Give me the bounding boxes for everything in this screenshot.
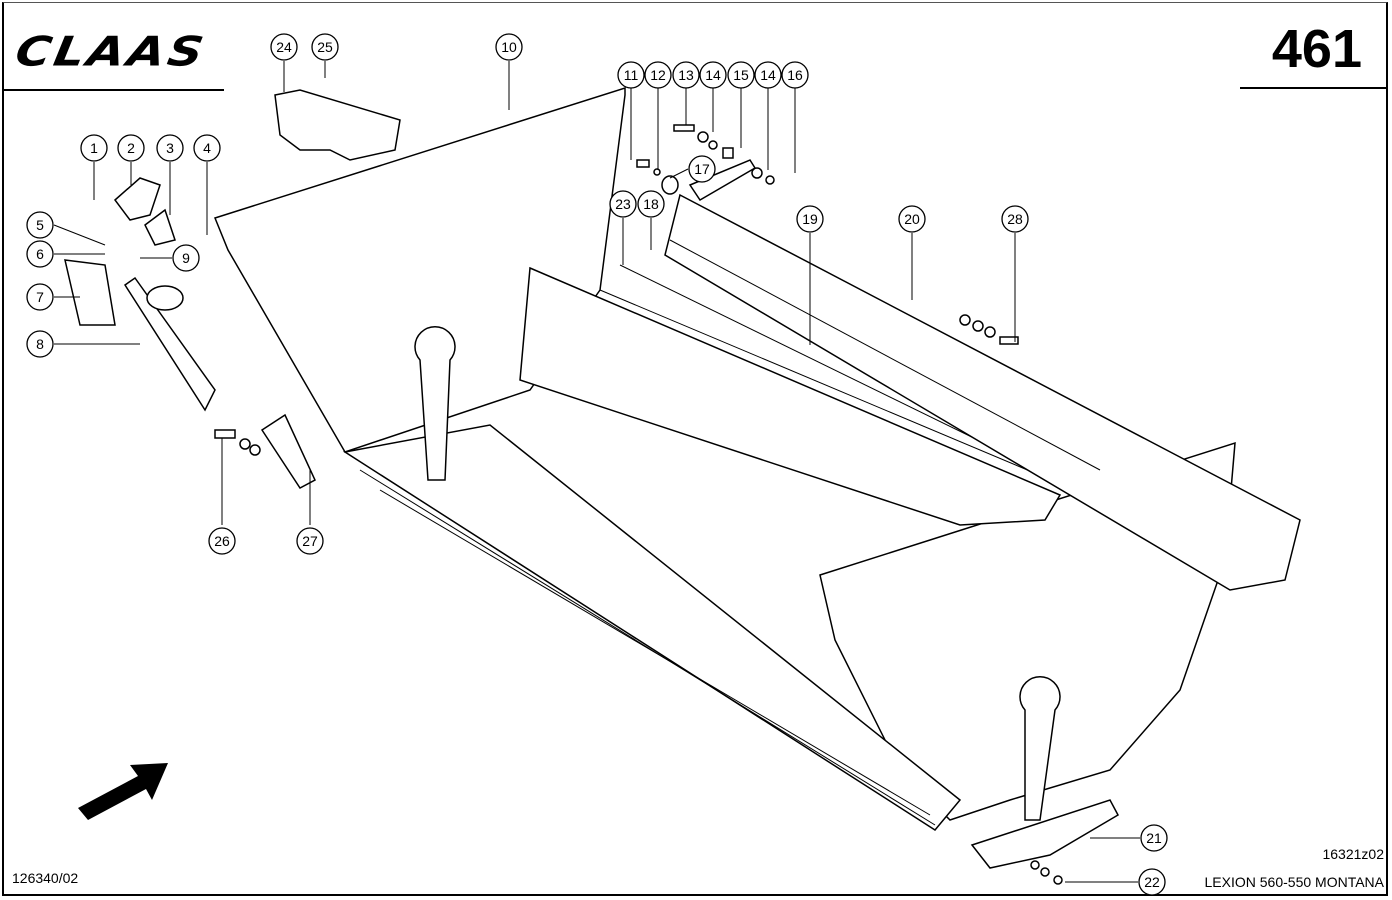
callout-6[interactable]: 6 <box>26 240 54 268</box>
svg-text:23: 23 <box>615 196 631 212</box>
svg-text:1: 1 <box>90 140 98 156</box>
svg-text:2: 2 <box>127 140 135 156</box>
callout-2[interactable]: 2 <box>117 134 145 162</box>
svg-text:19: 19 <box>802 211 818 227</box>
svg-text:24: 24 <box>276 39 292 55</box>
grate-panel <box>519 266 1062 526</box>
drawing-code: 16321z02 <box>1322 846 1384 862</box>
svg-text:17: 17 <box>694 161 710 177</box>
callout-12[interactable]: 12 <box>644 61 672 89</box>
svg-text:9: 9 <box>182 250 190 266</box>
arrow-up-right-icon <box>78 763 168 820</box>
svg-text:22: 22 <box>1144 874 1160 890</box>
callout-7[interactable]: 7 <box>26 283 54 311</box>
callout-18[interactable]: 18 <box>637 190 665 218</box>
svg-text:3: 3 <box>166 140 174 156</box>
svg-text:26: 26 <box>214 533 230 549</box>
svg-text:28: 28 <box>1007 211 1023 227</box>
callout-11[interactable]: 11 <box>617 61 645 89</box>
left-side-plate <box>213 86 626 453</box>
logo-rule <box>4 89 224 91</box>
callout-24[interactable]: 24 <box>270 33 298 61</box>
leader-lines <box>53 61 1140 883</box>
callout-5[interactable]: 5 <box>26 211 54 239</box>
svg-text:27: 27 <box>302 533 318 549</box>
part-24 <box>274 89 401 161</box>
model-name: LEXION 560-550 MONTANA <box>1204 874 1384 890</box>
cover-tube <box>664 193 1301 591</box>
svg-text:21: 21 <box>1146 830 1162 846</box>
callout-28[interactable]: 28 <box>1001 205 1029 233</box>
bracket-21 <box>970 799 1120 869</box>
svg-text:15: 15 <box>733 67 749 83</box>
plate-7 <box>64 259 116 326</box>
callout-21[interactable]: 21 <box>1140 824 1168 852</box>
callout-14b[interactable]: 14 <box>754 61 782 89</box>
bracket-2 <box>113 177 161 221</box>
page-number: 461 <box>1271 19 1362 79</box>
callout-4[interactable]: 4 <box>193 134 221 162</box>
callout-1[interactable]: 1 <box>80 134 108 162</box>
svg-text:5: 5 <box>36 217 44 233</box>
svg-text:14: 14 <box>705 67 721 83</box>
callout-20[interactable]: 20 <box>898 205 926 233</box>
callout-10[interactable]: 10 <box>495 33 523 61</box>
callout-22[interactable]: 22 <box>1138 868 1166 896</box>
callout-26[interactable]: 26 <box>208 527 236 555</box>
callout-14a[interactable]: 14 <box>699 61 727 89</box>
callout-8[interactable]: 8 <box>26 330 54 358</box>
keyhole-right <box>1019 676 1061 821</box>
callout-13[interactable]: 13 <box>672 61 700 89</box>
plate-3 <box>144 208 176 246</box>
svg-text:6: 6 <box>36 246 44 262</box>
svg-text:12: 12 <box>650 67 666 83</box>
bracket-27 <box>260 413 316 489</box>
svg-text:4: 4 <box>203 140 211 156</box>
svg-text:10: 10 <box>501 39 517 55</box>
document-reference: 126340/02 <box>12 870 79 886</box>
callout-23[interactable]: 23 <box>609 190 637 218</box>
callout-16[interactable]: 16 <box>781 61 809 89</box>
callout-15[interactable]: 15 <box>727 61 755 89</box>
callout-25[interactable]: 25 <box>311 33 339 61</box>
keyhole-left <box>414 326 456 481</box>
callout-19[interactable]: 19 <box>796 205 824 233</box>
svg-text:20: 20 <box>904 211 920 227</box>
svg-text:16: 16 <box>787 67 803 83</box>
page-number-rule <box>1240 87 1388 89</box>
svg-text:8: 8 <box>36 336 44 352</box>
callout-17[interactable]: 17 <box>688 155 716 183</box>
callout-3[interactable]: 3 <box>156 134 184 162</box>
callout-27[interactable]: 27 <box>296 527 324 555</box>
cylinder-8 <box>123 276 216 412</box>
svg-text:11: 11 <box>624 67 639 83</box>
svg-text:7: 7 <box>36 289 44 305</box>
svg-text:14: 14 <box>760 67 776 83</box>
callout-9[interactable]: 9 <box>172 244 200 272</box>
svg-text:25: 25 <box>317 39 333 55</box>
svg-text:13: 13 <box>678 67 694 83</box>
svg-text:18: 18 <box>643 196 659 212</box>
